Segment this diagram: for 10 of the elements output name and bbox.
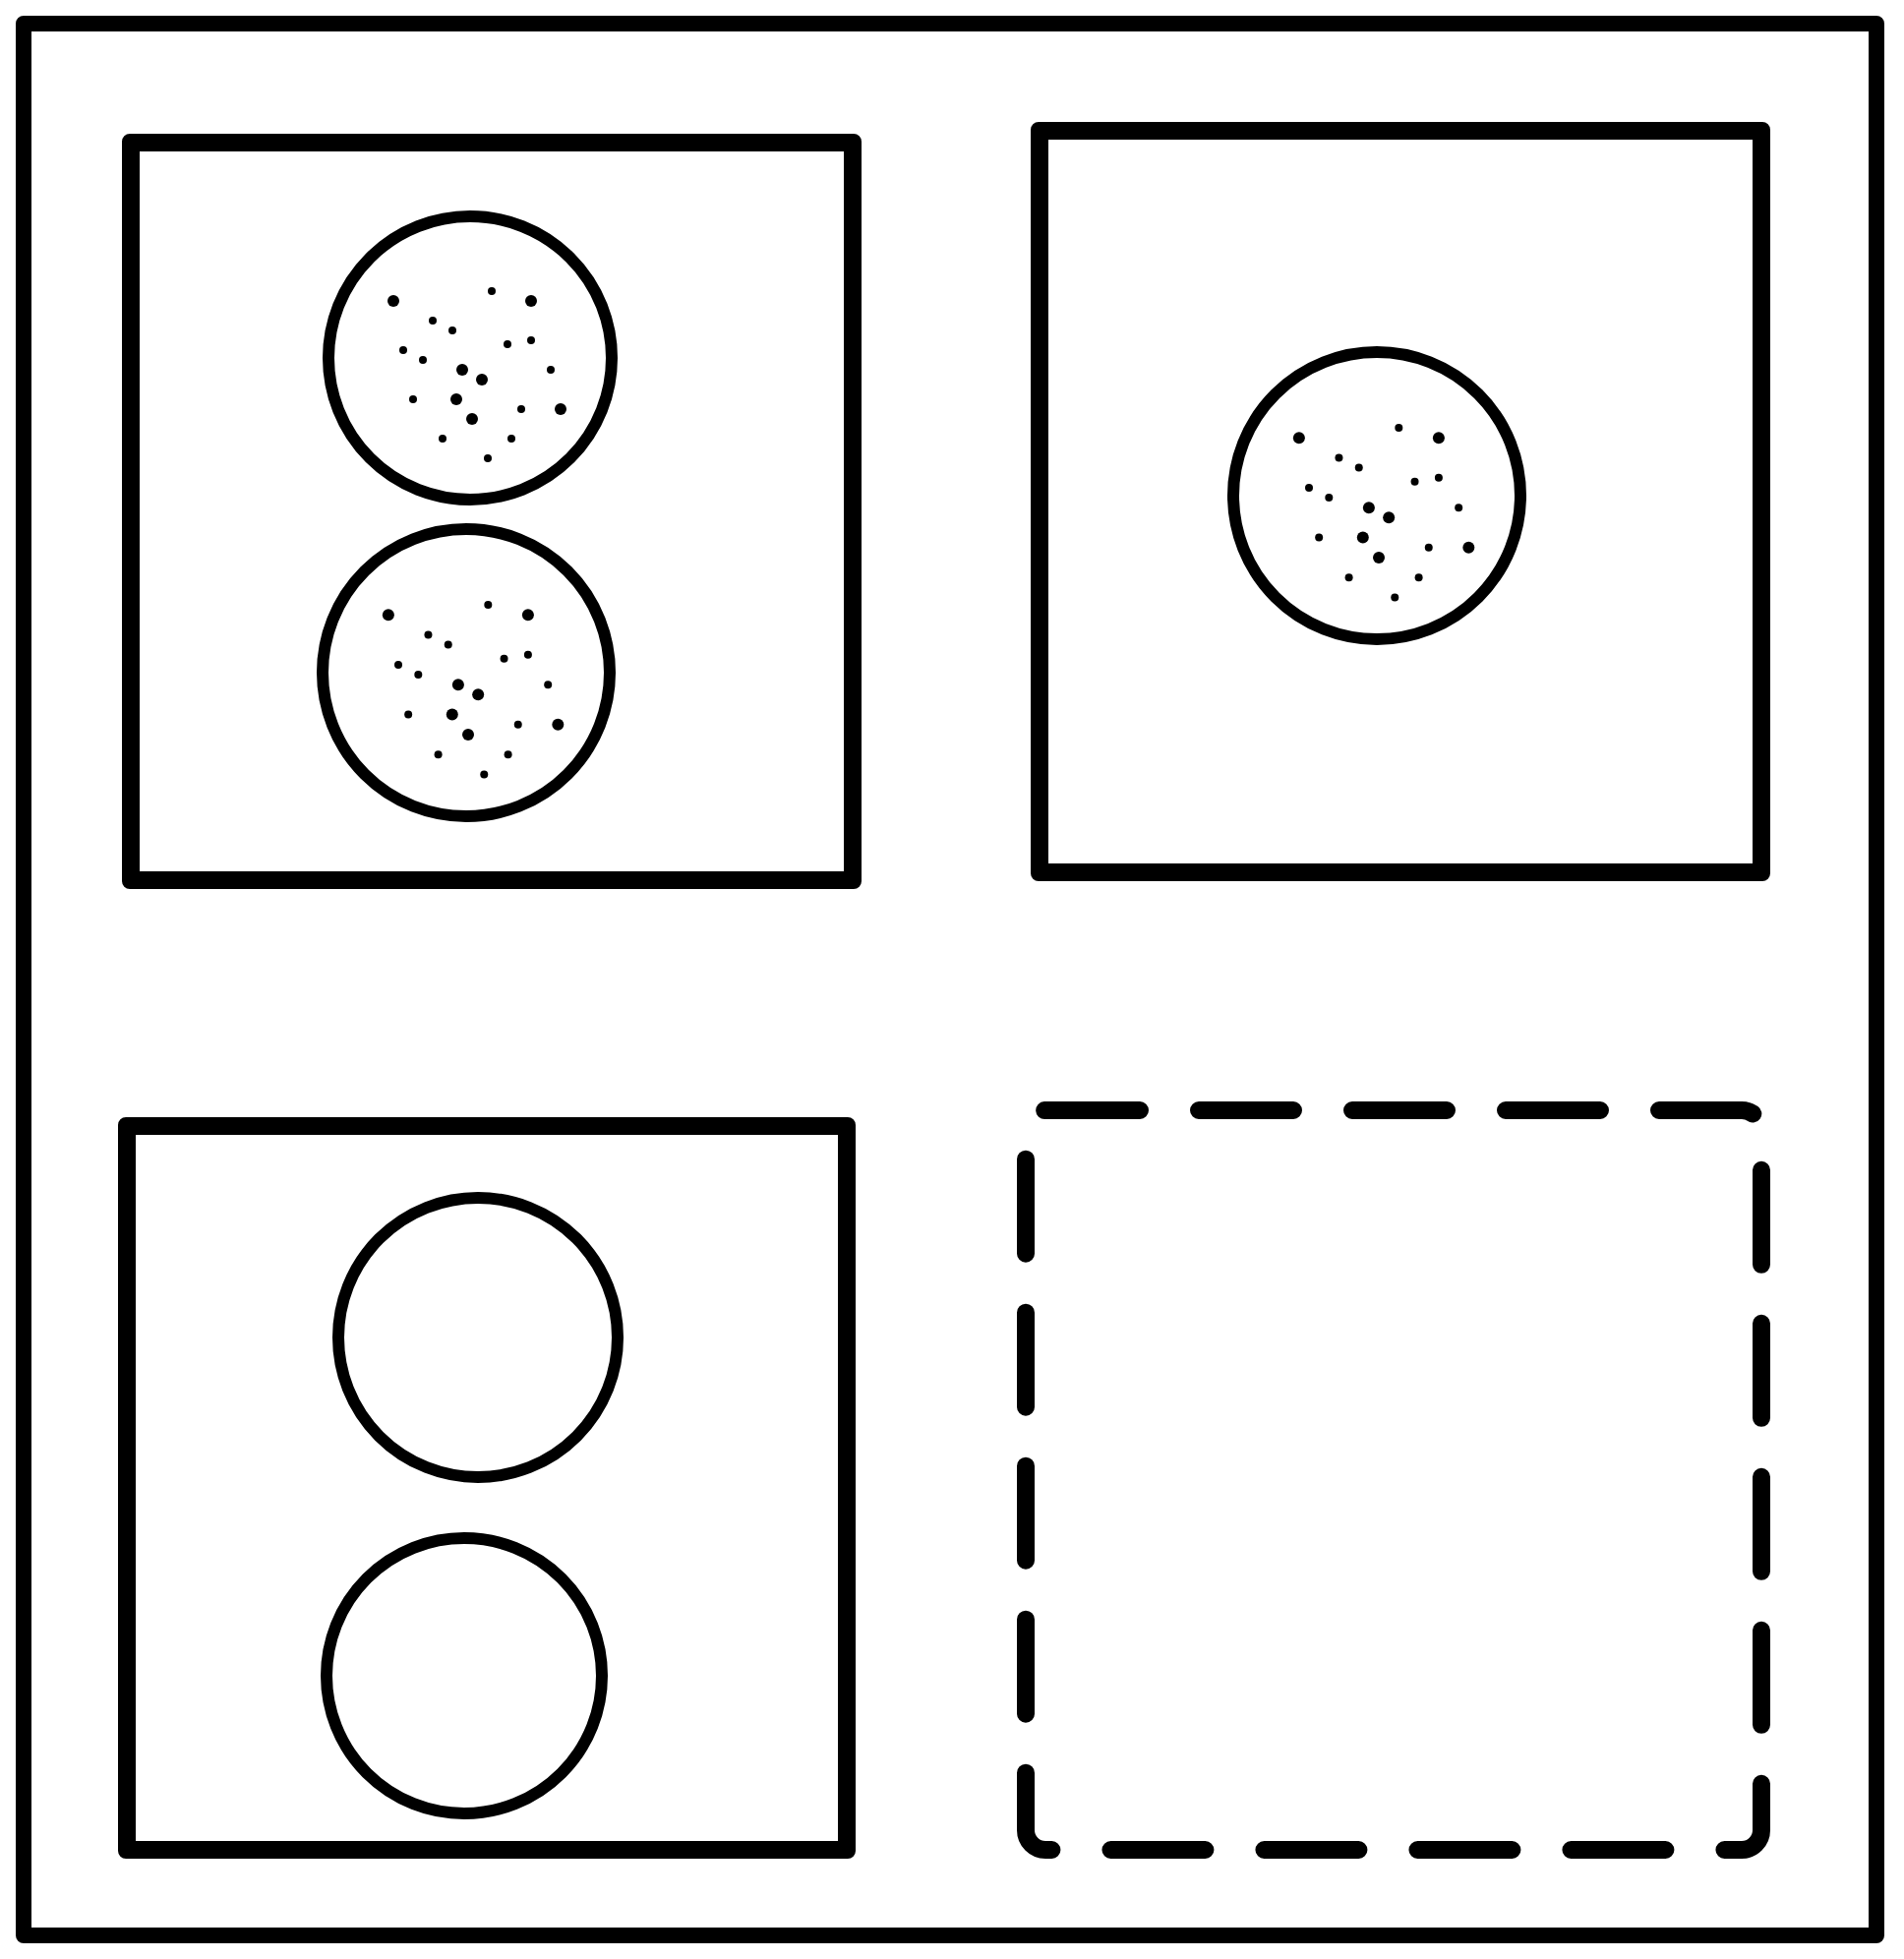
speckled-circle [1227, 346, 1526, 645]
dashed-square-frame [1017, 1101, 1770, 1859]
speckled-circle [317, 523, 616, 822]
circle-shape [321, 1532, 608, 1819]
square-frame [1031, 122, 1770, 881]
square-frame [122, 134, 862, 889]
speckled-circle [323, 210, 618, 505]
square-frame [118, 1117, 856, 1859]
circle-shape [332, 1192, 624, 1483]
outer-frame [16, 16, 1884, 1943]
